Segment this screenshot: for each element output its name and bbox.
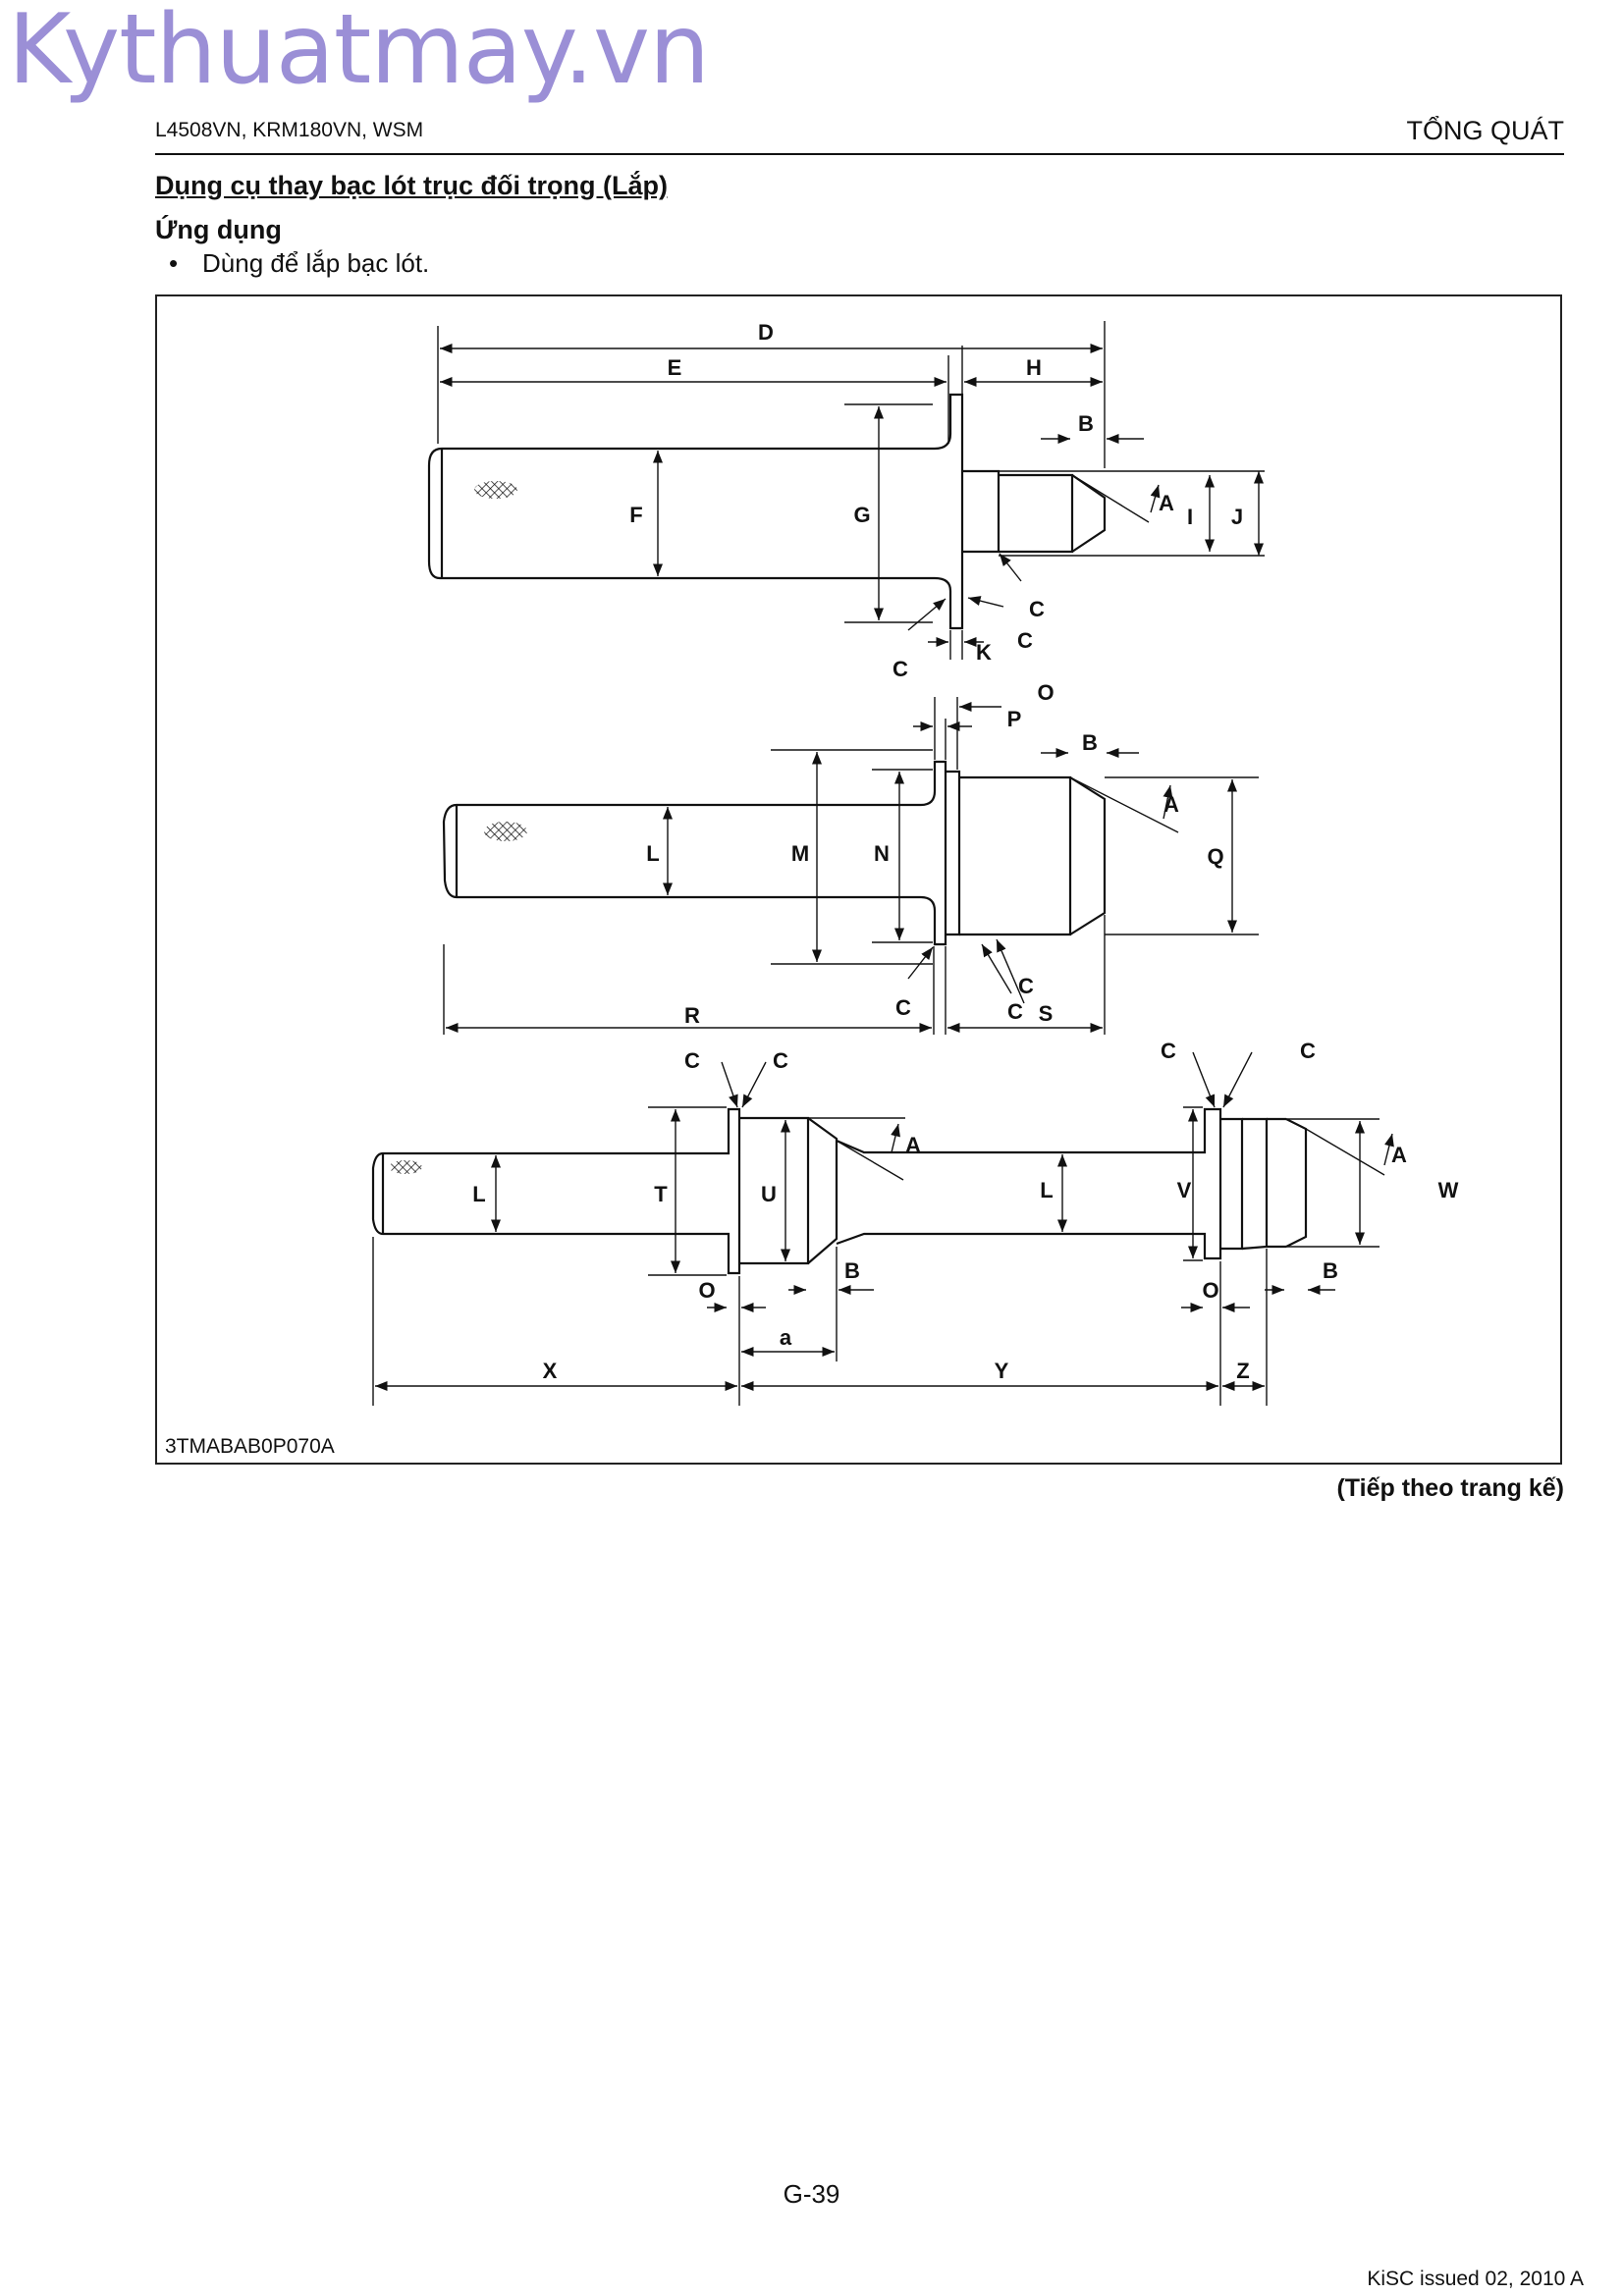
tool-2 bbox=[442, 760, 1259, 946]
bullet-dot: • bbox=[169, 248, 179, 278]
label-B-4: B bbox=[1323, 1258, 1338, 1283]
label-J: J bbox=[1231, 505, 1243, 529]
tool-3 bbox=[371, 1107, 1385, 1275]
label-W: W bbox=[1438, 1178, 1459, 1202]
label-R: R bbox=[684, 1003, 700, 1028]
tool-1-dimensions bbox=[437, 321, 1265, 660]
label-Q: Q bbox=[1207, 844, 1223, 869]
label-C-4: C bbox=[1018, 974, 1034, 998]
label-C-9: C bbox=[1161, 1039, 1176, 1063]
label-Y: Y bbox=[995, 1359, 1009, 1383]
label-a: a bbox=[780, 1325, 792, 1350]
application-bullet: • Dùng để lắp bạc lót. bbox=[169, 248, 429, 279]
label-A-2: A bbox=[1163, 792, 1179, 817]
label-C-8: C bbox=[773, 1048, 788, 1073]
tool-drawing: D E H B F G A I J C C K C O P B A L M N … bbox=[371, 320, 1459, 1406]
label-L-1: L bbox=[646, 841, 659, 866]
label-C-6: C bbox=[1007, 999, 1023, 1024]
label-C-5: C bbox=[895, 995, 911, 1020]
label-S: S bbox=[1039, 1001, 1054, 1026]
label-D: D bbox=[758, 320, 774, 345]
label-P: P bbox=[1007, 707, 1022, 731]
dimension-labels: D E H B F G A I J C C K C O P B A L M N … bbox=[472, 320, 1458, 1383]
label-O-1: O bbox=[1037, 680, 1054, 705]
label-V: V bbox=[1177, 1178, 1192, 1202]
page-title: Dụng cụ thay bạc lót trục đối trọng (Lắp… bbox=[155, 171, 668, 200]
label-C-7: C bbox=[684, 1048, 700, 1073]
label-C-2: C bbox=[1017, 628, 1033, 653]
label-G: G bbox=[853, 503, 870, 527]
label-C-1: C bbox=[1029, 597, 1045, 621]
label-C-10: C bbox=[1300, 1039, 1316, 1063]
label-L-2: L bbox=[472, 1182, 485, 1206]
label-Z: Z bbox=[1236, 1359, 1249, 1383]
label-X: X bbox=[543, 1359, 558, 1383]
header-models: L4508VN, KRM180VN, WSM bbox=[155, 119, 424, 141]
tool-3-dimensions bbox=[372, 1051, 1394, 1406]
application-heading: Ứng dụng bbox=[155, 215, 282, 244]
label-K: K bbox=[976, 640, 992, 665]
figure-code: 3TMABAB0P070A bbox=[165, 1435, 335, 1458]
page-number: G-39 bbox=[783, 2179, 840, 2209]
tool-drawing-figure: D E H B F G A I J C C K C O P B A L M N … bbox=[155, 294, 1562, 1465]
label-B-1: B bbox=[1078, 411, 1094, 436]
continued-note: (Tiếp theo trang kế) bbox=[1336, 1474, 1564, 1502]
label-A-1: A bbox=[1159, 491, 1174, 515]
header-divider bbox=[155, 153, 1564, 155]
tool-1 bbox=[427, 393, 1229, 630]
label-O-3: O bbox=[1202, 1278, 1218, 1303]
label-A-4: A bbox=[1391, 1143, 1407, 1167]
label-I: I bbox=[1187, 505, 1193, 529]
label-C-3: C bbox=[893, 657, 908, 681]
label-O-2: O bbox=[698, 1278, 715, 1303]
header-section: TỔNG QUÁT bbox=[1406, 116, 1565, 145]
label-U: U bbox=[761, 1182, 777, 1206]
label-N: N bbox=[874, 841, 890, 866]
watermark: Kythuatmay.vn bbox=[8, 0, 710, 106]
application-bullet-text: Dùng để lắp bạc lót. bbox=[202, 248, 430, 278]
label-H: H bbox=[1026, 355, 1042, 380]
label-A-3: A bbox=[905, 1133, 921, 1157]
footer-issue: KiSC issued 02, 2010 A bbox=[1367, 2268, 1584, 2290]
label-T: T bbox=[654, 1182, 668, 1206]
label-M: M bbox=[791, 841, 809, 866]
label-L-3: L bbox=[1040, 1178, 1053, 1202]
label-E: E bbox=[668, 355, 682, 380]
label-F: F bbox=[629, 503, 642, 527]
label-B-3: B bbox=[844, 1258, 860, 1283]
label-B-2: B bbox=[1082, 730, 1098, 755]
tool-2-dimensions bbox=[443, 697, 1238, 1035]
